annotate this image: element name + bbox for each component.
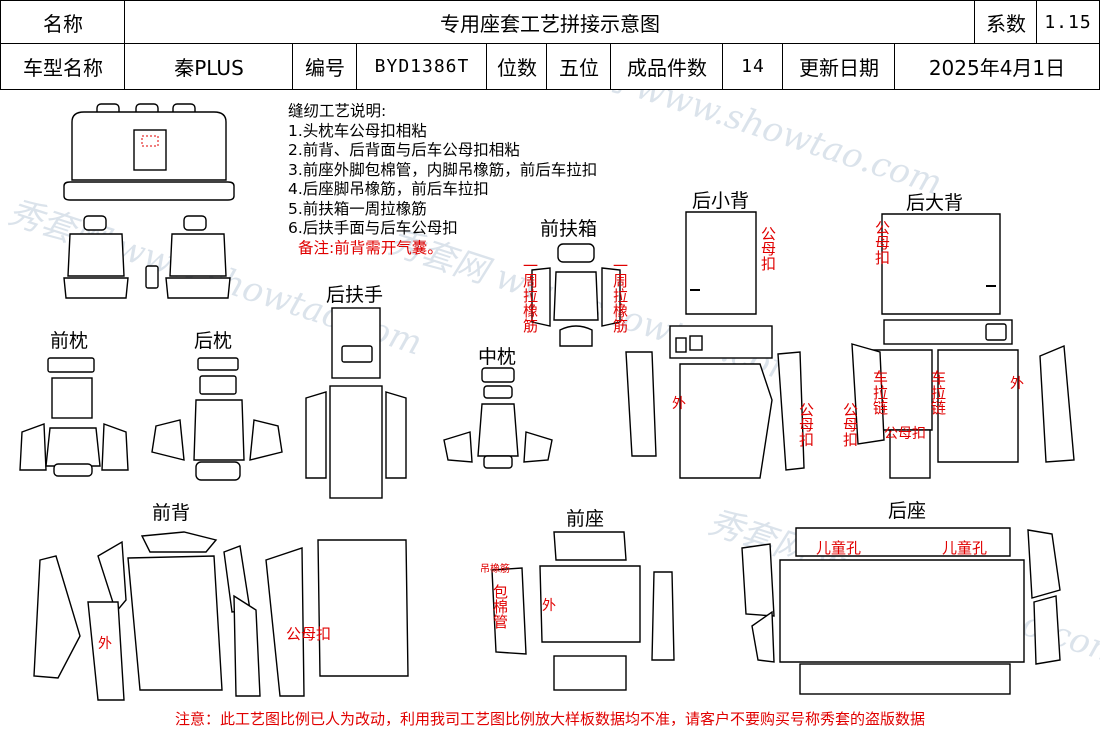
coef-value: 1.15: [1036, 0, 1100, 45]
front-seat-pieces: [491, 531, 675, 691]
annotation-child-hole: 儿童孔: [816, 539, 862, 557]
note-item: 6.后扶手面与后车公母扣: [288, 219, 458, 237]
section-middle-headrest: 中枕: [478, 346, 517, 368]
pieces-label: 成品件数: [610, 43, 724, 90]
annotation-foam-tube: 包棉管: [491, 584, 509, 629]
annotation-snap: 公母扣: [286, 625, 332, 643]
section-rear-seat: 后座: [888, 500, 927, 522]
section-front-console: 前扶箱: [540, 218, 598, 240]
seats-value: 五位: [546, 43, 612, 90]
annotation-big-back-snap: 公母扣: [873, 220, 891, 265]
overview-rear-bench: [63, 103, 235, 201]
name-label: 名称: [0, 0, 126, 45]
header-table: 名称 专用座套工艺拼接示意图 系数 1.15 车型名称 秦PLUS 编号 BYD…: [0, 0, 1100, 90]
note-item: 1.头枕车公母扣相粘: [288, 121, 427, 140]
annotation-outer: 外: [672, 396, 686, 412]
annotation-elastic: 吊橡筋: [480, 564, 510, 575]
annotation-snap: 公母扣: [797, 402, 815, 447]
pieces-value: 14: [722, 43, 784, 90]
rear-small-back-pieces: [625, 211, 805, 479]
front-back-pieces: [33, 531, 409, 701]
section-front-seat: 前座: [566, 508, 605, 530]
rear-headrest-pieces: [151, 357, 283, 481]
code-label: 编号: [292, 43, 358, 90]
rear-seat-pieces: [741, 527, 1061, 695]
annotation-elastic-left: 一周拉橡筋: [521, 258, 539, 333]
rear-armrest-pieces: [305, 307, 407, 499]
annotation-elastic-right: 一周拉橡筋: [611, 258, 629, 333]
sewing-notes: 缝纫工艺说明: 1.头枕车公母扣相粘 2.前背、后背面与后车公母扣相粘 3.前座…: [288, 102, 597, 258]
coef-label: 系数: [974, 0, 1038, 45]
rear-big-back-pieces: [851, 213, 1075, 479]
section-front-headrest: 前枕: [50, 330, 89, 352]
model-label: 车型名称: [0, 43, 126, 90]
section-rear-big-back: 后大背: [906, 192, 964, 214]
notes-title: 缝纫工艺说明:: [288, 102, 387, 120]
footer-notice: 注意：此工艺图比例已人为改动，利用我司工艺图比例放大样板数据均不准，请客户不要购…: [174, 710, 925, 728]
note-item: 2.前背、后背面与后车公母扣相粘: [288, 141, 520, 159]
front-console-pieces: [531, 243, 621, 347]
note-item: 5.前扶箱一周拉橡筋: [288, 199, 427, 218]
annotation-zipper: 车拉链: [929, 370, 947, 415]
overview-front-seats: [63, 215, 231, 299]
annotation-small-back-snap: 公母扣: [759, 226, 777, 271]
section-rear-headrest: 后枕: [194, 330, 233, 352]
section-front-back: 前背: [152, 502, 191, 524]
middle-headrest-pieces: [443, 367, 553, 469]
code-value: BYD1386T: [356, 43, 488, 90]
annotation-zipper: 车拉链: [871, 370, 889, 415]
annotation-outer: 外: [98, 636, 112, 652]
seats-label: 位数: [486, 43, 548, 90]
annotation-snap: 公母扣: [841, 402, 859, 447]
note-item: 3.前座外脚包棉管，内脚吊橡筋，前后车拉扣: [288, 160, 598, 179]
front-headrest-pieces: [19, 357, 129, 477]
section-rear-armrest: 后扶手: [326, 284, 384, 306]
annotation-child-hole: 儿童孔: [942, 539, 988, 557]
notes-remark: 备注:前背需开气囊。: [298, 238, 443, 257]
annotation-outer: 外: [1010, 376, 1024, 392]
annotation-snap-horizontal: 公母扣: [884, 426, 926, 442]
note-item: 4.后座脚吊橡筋，前后车拉扣: [288, 180, 489, 198]
annotation-outer: 外: [542, 598, 556, 614]
section-rear-small-back: 后小背: [692, 190, 750, 212]
